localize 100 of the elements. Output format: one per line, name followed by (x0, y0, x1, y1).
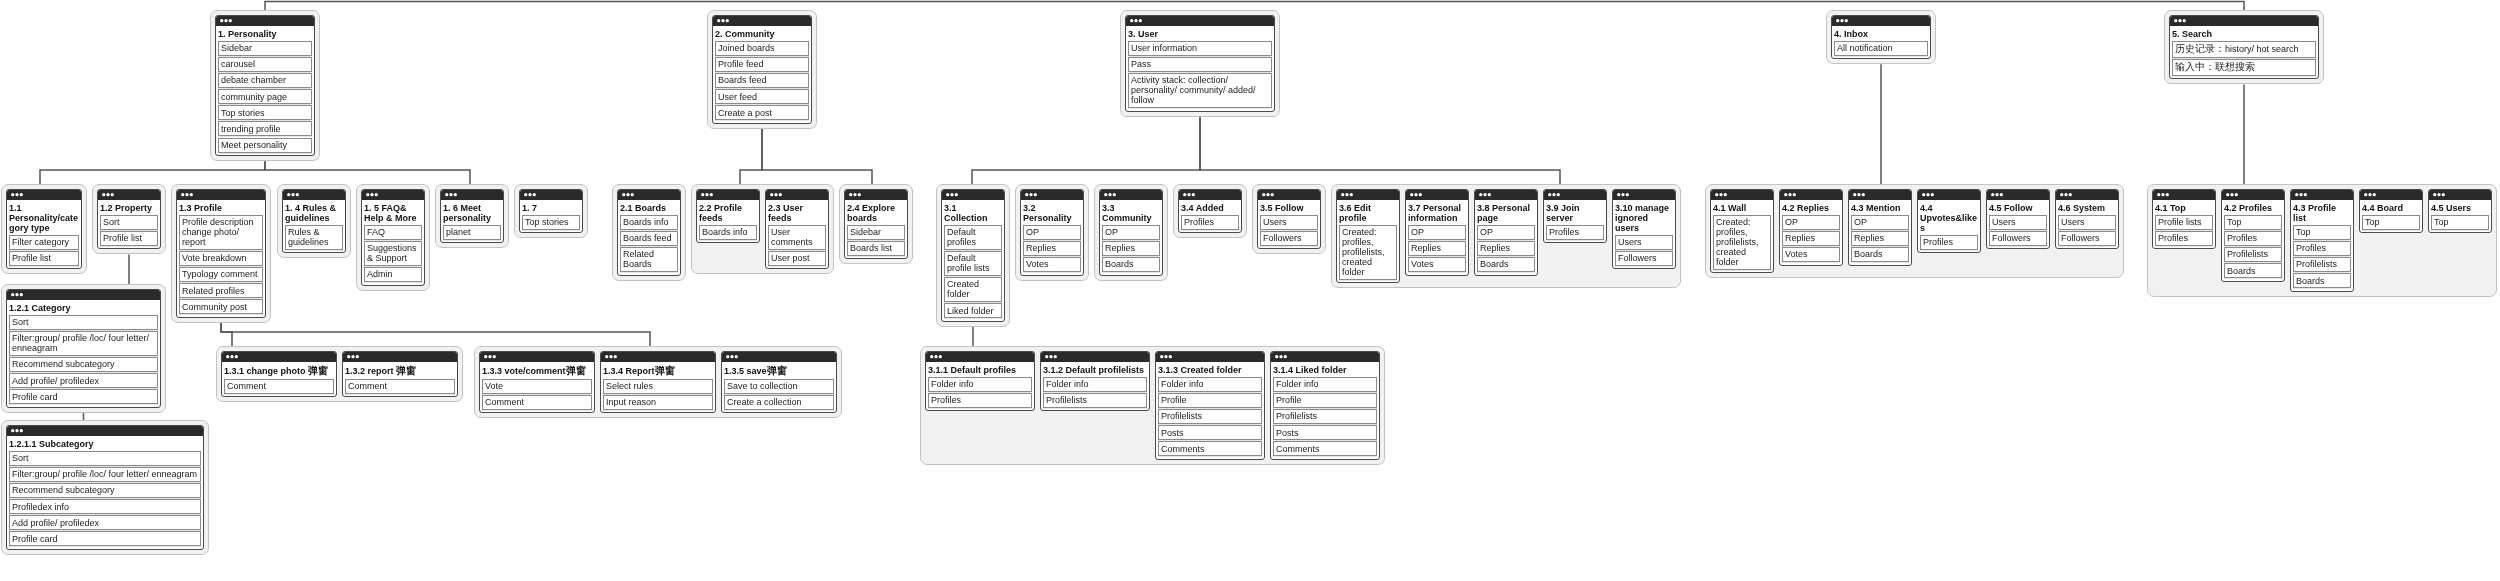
menu-item: Votes (1023, 256, 1081, 272)
menu-item: Boards info (699, 224, 757, 240)
menu-item: Add profile/ profiledex (9, 515, 201, 531)
menu-item: Comment (224, 378, 334, 394)
menu-item: Profile description change photo/ report (179, 214, 263, 250)
group-panel (691, 184, 834, 275)
menu-item: Profilelists (2224, 246, 2282, 262)
page-title: 4. Inbox (1834, 28, 1869, 39)
page-window (1336, 189, 1400, 284)
menu-item: Profiles (1181, 214, 1239, 230)
menu-item: Input reason (603, 394, 713, 410)
page-title: 1.3.2 report 弹窗 (345, 364, 418, 377)
group-panel (2147, 184, 2497, 297)
menu-item: 输入中：联想搜索 (2172, 58, 2316, 76)
page-window (1710, 189, 1774, 274)
page-title: 5. Search (2172, 28, 2214, 39)
page-window (1779, 189, 1843, 266)
page-title: 4.1 Wall (1713, 202, 1748, 213)
menu-item: All notification (1834, 40, 1928, 56)
menu-item: Profiles (1920, 234, 1978, 250)
page-title: 3.1.4 Liked folder (1273, 364, 1348, 375)
menu-item: Boards (2293, 273, 2351, 289)
menu-item: Posts (1158, 425, 1262, 441)
page-title: 3.8 Personal page (1477, 202, 1532, 223)
menu-item: Comment (345, 378, 455, 394)
menu-item: Boards (1477, 256, 1535, 272)
menu-item: Replies (1023, 240, 1081, 256)
page-title: 1. 6 Meet personality (443, 202, 492, 223)
menu-item: Top stories (522, 214, 580, 230)
menu-item: Profiles (1546, 224, 1604, 240)
page-title: 3.1.1 Default profiles (928, 364, 1018, 375)
page-title: 4.3 Mention (1851, 202, 1902, 213)
menu-item: Replies (1477, 240, 1535, 256)
page-title: 1.3.5 save弹窗 (724, 364, 788, 377)
menu-item: Sort (9, 314, 158, 330)
menu-item: Folder info (1043, 376, 1147, 392)
menu-item: Created folder (944, 276, 1002, 302)
group-panel (216, 346, 463, 403)
menu-item: Boards feed (620, 230, 678, 246)
page-title: 3.4 Added (1181, 202, 1225, 213)
menu-item: Posts (1273, 425, 1377, 441)
menu-item: 历史记录：history/ hot search (2172, 40, 2316, 58)
menu-item: Filter category (9, 234, 79, 250)
group-panel (920, 346, 1385, 465)
page-title: 3.1.3 Created folder (1158, 364, 1243, 375)
menu-item: OP (1102, 224, 1160, 240)
menu-item: Created: profiles, profilelists, created folder (1713, 214, 1771, 270)
menu-item: Replies (1102, 240, 1160, 256)
page-window (1405, 189, 1469, 276)
menu-item: Comment (482, 394, 592, 410)
menu-item: Profile card (9, 389, 158, 405)
menu-item: Profile list (100, 230, 158, 246)
page-title: 4.5 Users (2431, 202, 2473, 213)
page-window (342, 351, 458, 398)
menu-item: Related profiles (179, 283, 263, 299)
menu-item: Boards (1102, 256, 1160, 272)
menu-item: Recommend subcategory (9, 356, 158, 372)
menu-item: Profile feed (715, 56, 809, 72)
group-panel (474, 346, 842, 419)
page-window (925, 351, 1035, 412)
page-title: 2.1 Boards (620, 202, 668, 213)
page-window (2290, 189, 2354, 292)
menu-item: Profiles (2224, 230, 2282, 246)
menu-item: Boards list (847, 240, 905, 256)
page-title: 4.2 Profiles (2224, 202, 2274, 213)
menu-item: Replies (1782, 230, 1840, 246)
page-title: 4.2 Replies (1782, 202, 1831, 213)
page-title: 3.9 Join server (1546, 202, 1581, 223)
menu-item: Replies (1851, 230, 1909, 246)
page-title: 4.4 Upvotes&likes (1920, 202, 1978, 233)
page-title: 2.3 User feeds (768, 202, 805, 223)
menu-item: Top (2431, 214, 2489, 230)
menu-item: Votes (1782, 246, 1840, 262)
menu-item: Meet personality (218, 137, 312, 153)
menu-item: Followers (1615, 250, 1673, 266)
menu-item: Votes (1408, 256, 1466, 272)
menu-item: debate chamber (218, 72, 312, 88)
menu-item: Users (1260, 214, 1318, 230)
menu-item: planet (443, 224, 501, 240)
menu-item: Filter:group/ profile /loc/ four letter/ enneagram (9, 330, 158, 356)
menu-item: Boards (2224, 263, 2282, 279)
page-title: 2. Community (715, 28, 776, 39)
menu-item: Comments (1158, 441, 1262, 457)
page-title: 1.3.4 Report弹窗 (603, 364, 676, 377)
menu-item: Boards feed (715, 72, 809, 88)
menu-item: OP (1023, 224, 1081, 240)
menu-item: Top (2293, 224, 2351, 240)
page-title: 3.6 Edit profile (1339, 202, 1372, 223)
group-panel (1331, 184, 1681, 289)
menu-item: Default profile lists (944, 250, 1002, 276)
menu-item: Replies (1408, 240, 1466, 256)
page-window (1040, 351, 1150, 412)
page-window (221, 351, 337, 398)
page-title: 1. Personality (218, 28, 278, 39)
menu-item: Profilelists (1273, 408, 1377, 424)
menu-item: OP (1782, 214, 1840, 230)
page-window (2221, 189, 2285, 282)
menu-item: Boards (1851, 246, 1909, 262)
page-title: 1. 5 FAQ& Help & More (364, 202, 418, 223)
page-window (2428, 189, 2492, 234)
